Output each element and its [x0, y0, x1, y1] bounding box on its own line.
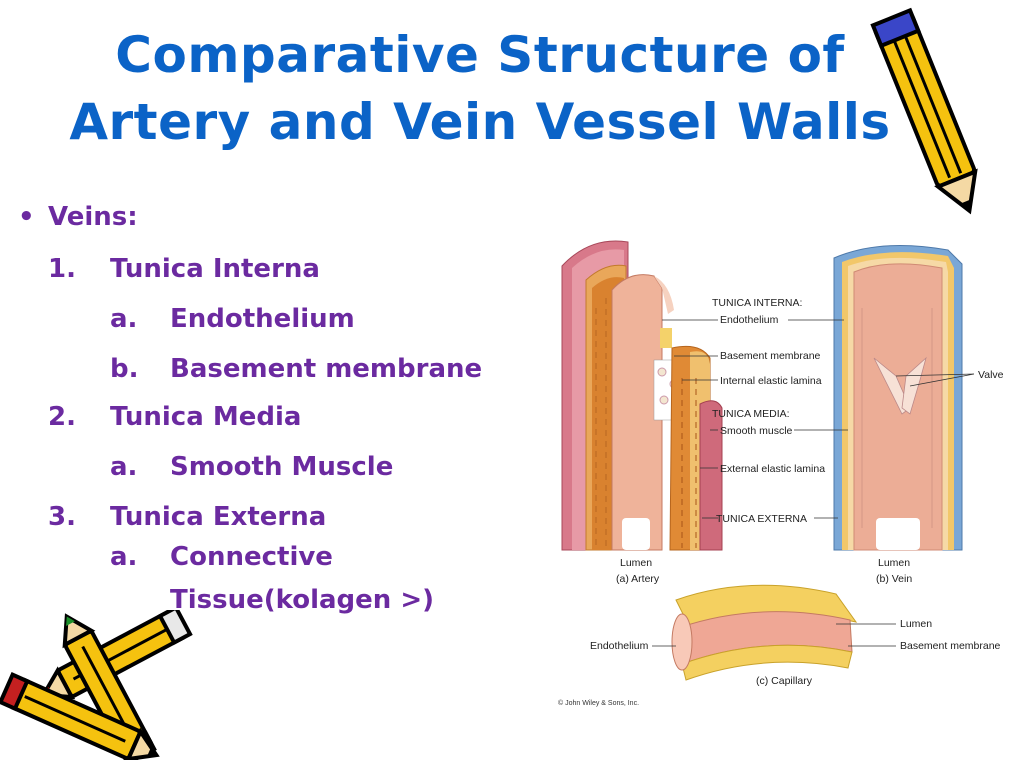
vessel-diagram: TUNICA INTERNA: Endothelium Basement mem…	[550, 228, 1016, 718]
pencil-icon	[870, 7, 978, 215]
slide-title-line-2: Artery and Vein Vessel Walls	[69, 93, 891, 151]
label-valve: Valve	[978, 369, 1004, 381]
label-endothelium: Endothelium	[720, 314, 779, 326]
caption-vein: (b) Vein	[876, 573, 912, 585]
label-lumen-artery: Lumen	[620, 557, 652, 569]
list-item: a. Connective	[110, 544, 333, 570]
capillary-illustration	[671, 584, 858, 681]
list-item: Tissue(kolagen >)	[170, 587, 434, 613]
label-lumen-capillary: Lumen	[900, 618, 932, 630]
list-item-text: Basement membrane	[170, 354, 483, 384]
list-item-text: Tunica Interna	[110, 254, 320, 284]
label-basement-membrane-capillary: Basement membrane	[900, 640, 1001, 652]
copyright-notice: © John Wiley & Sons, Inc.	[558, 699, 639, 707]
label-basement-membrane: Basement membrane	[720, 350, 821, 362]
label-lumen-vein: Lumen	[878, 557, 910, 569]
list-item: a. Endothelium	[110, 306, 355, 332]
pencil-icon	[0, 610, 193, 760]
list-item-text: Endothelium	[170, 304, 355, 334]
list-item-text: Tunica Media	[110, 402, 302, 432]
list-item-number: 1.	[48, 254, 76, 284]
label-smooth-muscle: Smooth muscle	[720, 425, 793, 437]
list-item: 2. Tunica Media	[48, 404, 301, 430]
slide-title-line-1: Comparative Structure of	[115, 26, 845, 84]
list-item-text: Tunica Externa	[110, 502, 327, 532]
bullet-heading-text: Veins:	[48, 202, 138, 232]
label-tunica-externa: TUNICA EXTERNA	[716, 513, 807, 525]
artery-illustration	[561, 240, 723, 551]
caption-capillary: (c) Capillary	[756, 675, 813, 687]
list-item-text: Tissue(kolagen >)	[170, 585, 435, 615]
bullet-dot-icon: •	[18, 202, 35, 232]
list-item-letter: a.	[110, 452, 138, 482]
label-external-elastic-lamina: External elastic lamina	[720, 463, 825, 475]
label-leader-lines	[662, 319, 975, 519]
list-item-number: 2.	[48, 402, 76, 432]
bullet-heading: • Veins:	[18, 204, 138, 230]
list-item: b. Basement membrane	[110, 356, 482, 382]
list-item: a. Smooth Muscle	[110, 454, 393, 480]
label-internal-elastic-lamina: Internal elastic lamina	[720, 375, 822, 387]
list-item-text: Connective	[170, 542, 333, 572]
slide-title: Comparative Structure of Artery and Vein…	[0, 22, 960, 156]
list-item-letter: a.	[110, 304, 138, 334]
caption-artery: (a) Artery	[616, 573, 660, 585]
list-item: 3. Tunica Externa	[48, 504, 326, 530]
capillary-leader-lines	[652, 623, 896, 647]
label-endothelium-capillary: Endothelium	[590, 640, 649, 652]
list-item-letter: a.	[110, 542, 138, 572]
vein-illustration	[833, 245, 963, 551]
label-tunica-interna: TUNICA INTERNA:	[712, 297, 802, 309]
list-item-text: Smooth Muscle	[170, 452, 394, 482]
list-item-letter: b.	[110, 354, 139, 384]
list-item: 1. Tunica Interna	[48, 256, 320, 282]
label-tunica-media: TUNICA MEDIA:	[712, 408, 790, 420]
list-item-number: 3.	[48, 502, 76, 532]
